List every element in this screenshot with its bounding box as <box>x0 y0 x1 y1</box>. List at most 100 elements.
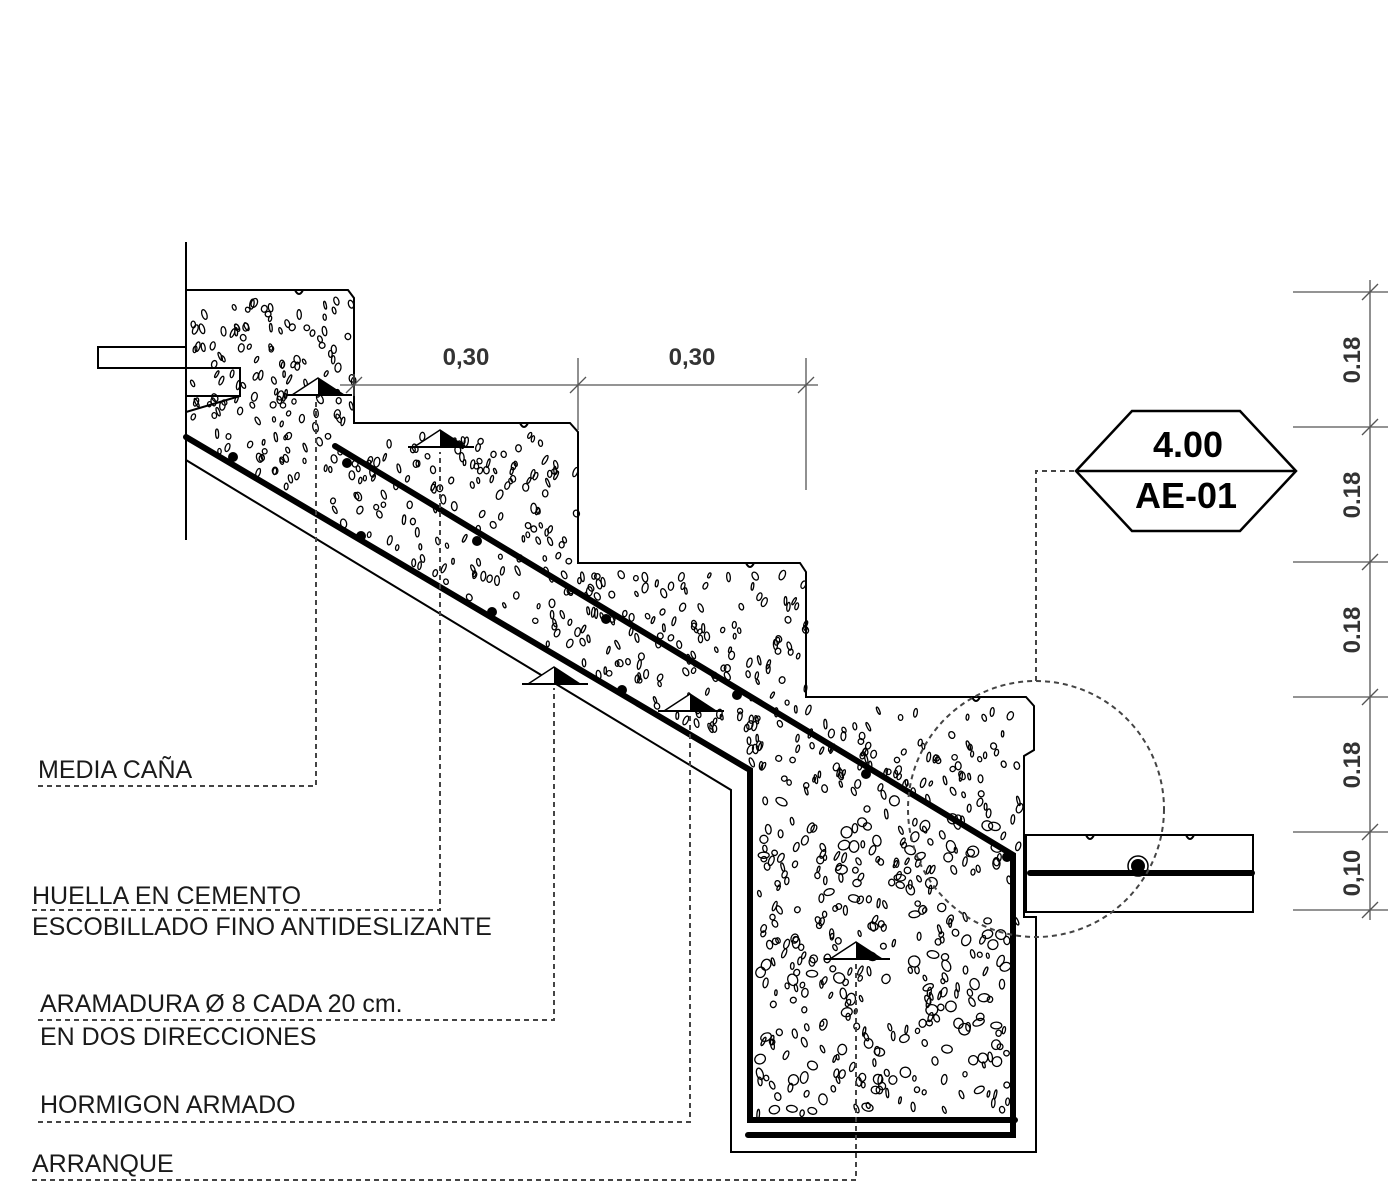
riser-dimension-3: 0.18 <box>1339 607 1366 654</box>
aggregate-particle <box>975 864 981 873</box>
aggregate-particle <box>515 444 522 453</box>
aggregate-particle <box>499 566 506 576</box>
aggregate-particle <box>863 753 869 764</box>
aggregate-particle <box>977 790 985 798</box>
aggregate-particle <box>961 791 967 799</box>
aggregate-particle <box>448 476 455 485</box>
aggregate-particle <box>683 587 688 595</box>
aggregate-particle <box>565 557 573 565</box>
aggregate-particle <box>756 592 763 602</box>
aggregate-particle <box>661 623 666 633</box>
aggregate-particle <box>910 1101 916 1113</box>
aggregate-particle <box>296 309 302 320</box>
aggregate-particle <box>879 942 887 950</box>
aggregate-particle <box>344 332 352 341</box>
aggregate-particle <box>302 442 308 453</box>
tread-dimension-2: 0,30 <box>669 344 716 371</box>
aggregate-particle <box>690 650 697 660</box>
aggregate-particle <box>432 569 439 578</box>
aggregate-particle <box>948 730 956 740</box>
aggregate-particle <box>892 859 899 869</box>
aggregate-particle <box>828 991 834 999</box>
aggregate-particle <box>1015 802 1024 814</box>
aggregate-particle <box>762 844 768 853</box>
aggregate-particle <box>832 944 838 952</box>
aggregate-particle <box>794 602 800 611</box>
aggregate-particle <box>981 929 994 940</box>
aggregate-particle <box>429 465 437 475</box>
aggregate-particle <box>958 1022 971 1036</box>
aggregate-particle <box>709 721 714 730</box>
aggregate-particle <box>719 713 724 721</box>
aggregate-particle <box>899 1066 912 1079</box>
aggregate-particle <box>803 1023 810 1032</box>
level-marker-3 <box>522 666 588 685</box>
riser-dimensions: 0.18 0.18 0.18 0.18 0,10 <box>1293 280 1388 920</box>
aggregate-particle <box>288 323 296 332</box>
aggregate-particle <box>552 459 559 470</box>
aggregate-particle <box>787 648 794 656</box>
aggregate-particle <box>284 431 293 441</box>
aggregate-particle <box>291 398 297 405</box>
aggregate-particle <box>220 325 227 337</box>
aggregate-particle <box>548 573 554 583</box>
aggregate-particle <box>707 572 712 579</box>
aggregate-particle <box>845 992 857 1006</box>
bottom-rebar <box>183 434 1018 1123</box>
aggregate-particle <box>782 1050 790 1061</box>
aggregate-particle <box>857 872 865 882</box>
aggregate-particle <box>593 592 601 601</box>
aggregate-particle <box>983 917 993 925</box>
aggregate-particle <box>893 756 901 764</box>
aggregate-particle <box>480 570 487 582</box>
top-rebar <box>332 443 1016 1138</box>
aggregate-particle <box>958 770 966 781</box>
aggregate-particle <box>895 881 906 890</box>
aggregate-particle <box>976 951 983 958</box>
aggregate-particle <box>921 906 928 914</box>
level-marker-1 <box>286 377 352 396</box>
aggregate-particle <box>380 501 387 508</box>
aggregate-particle <box>191 324 199 335</box>
aggregate-particle <box>987 821 1001 832</box>
aggregate-particle <box>653 702 661 710</box>
aggregate-particle <box>765 664 771 675</box>
aggregate-particle <box>545 640 550 648</box>
aggregate-particle <box>829 743 836 754</box>
aggregate-particle <box>396 463 402 474</box>
aggregate-particle <box>985 952 990 959</box>
aggregate-particle <box>783 595 788 606</box>
aggregate-particle <box>634 632 640 643</box>
aggregate-particle <box>560 570 568 580</box>
aggregate-particle <box>628 627 634 637</box>
aggregate-particle <box>783 938 791 950</box>
aggregate-particle <box>965 713 970 721</box>
aggregate-particle <box>697 603 705 613</box>
aggregate-particle <box>659 608 666 616</box>
aggregate-particle <box>1000 730 1005 738</box>
aggregate-particle <box>516 554 523 563</box>
aggregate-particle <box>667 634 675 642</box>
aggregate-particle <box>822 854 828 861</box>
aggregate-particle <box>417 561 422 571</box>
aggregate-particle <box>863 1031 870 1042</box>
aggregate-particle <box>863 1037 874 1049</box>
aggregate-particle <box>754 714 760 725</box>
aggregate-particle <box>677 571 685 582</box>
aggregate-particle <box>990 1097 996 1109</box>
aggregate-particle <box>760 958 772 971</box>
aggregate-particle <box>784 615 792 624</box>
aggregate-particle <box>328 465 333 474</box>
aggregate-particle <box>271 466 279 476</box>
aggregate-particle <box>469 459 476 470</box>
aggregate-particle <box>273 388 279 396</box>
aggregate-particle <box>1010 814 1016 825</box>
aggregate-particle <box>977 774 984 784</box>
aggregate-particle <box>370 473 377 482</box>
aggregate-particle <box>897 825 904 835</box>
aggregate-particle <box>682 715 690 726</box>
aggregate-particle <box>881 973 891 985</box>
aggregate-particle <box>748 757 756 768</box>
aggregate-particle <box>992 857 1001 870</box>
aggregate-particle <box>802 782 810 789</box>
